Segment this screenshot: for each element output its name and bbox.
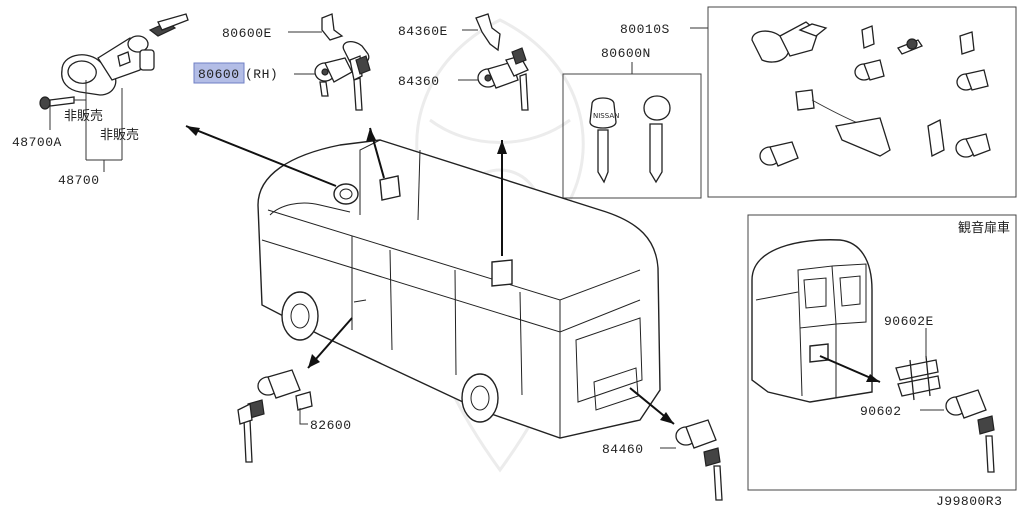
key-blank-1[interactable]: NISSAN <box>589 97 619 184</box>
set-cylinder-3[interactable] <box>759 141 799 167</box>
set-ignition-lock[interactable] <box>751 21 828 63</box>
lock-cylinder-82600[interactable] <box>237 369 313 463</box>
side-door-marker <box>491 259 513 287</box>
fuel-lid <box>333 183 359 205</box>
ignition-lock-assembly[interactable] <box>61 13 189 96</box>
lock-cylinder-84460[interactable] <box>675 419 723 501</box>
callout-84460[interactable]: 84460 <box>602 442 644 457</box>
callout-82600[interactable]: 82600 <box>310 418 352 433</box>
drawing-code: J99800R3 <box>936 494 1002 509</box>
retainer-90602e[interactable] <box>895 355 941 401</box>
callout-90602e[interactable]: 90602E <box>884 314 934 329</box>
barn-door-inset <box>747 214 1017 491</box>
leader-48700 <box>85 80 123 172</box>
callout-84360[interactable]: 84360 <box>398 74 440 89</box>
set-door-cylinder-1[interactable] <box>854 25 885 81</box>
highlight-80600 <box>193 62 245 84</box>
lock-set-box <box>707 6 1017 198</box>
callout-48700a[interactable]: 48700A <box>12 135 62 150</box>
slide-door-marker <box>353 299 367 303</box>
set-key-pair[interactable] <box>897 38 923 55</box>
callout-80600[interactable]: 80600 <box>198 67 240 82</box>
set-cylinder-4[interactable] <box>927 119 991 158</box>
key-blank-2[interactable] <box>643 95 671 184</box>
arrows <box>185 125 675 425</box>
door-handle-marker <box>379 175 401 201</box>
callout-80600e[interactable]: 80600E <box>222 26 272 41</box>
set-rear-handle[interactable] <box>795 89 891 157</box>
label-not-for-sale-2: 非販売 <box>100 127 139 143</box>
callout-80600n[interactable]: 80600N <box>601 46 651 61</box>
callout-80600-side: (RH) <box>245 67 278 82</box>
callout-84360e[interactable]: 84360E <box>398 24 448 39</box>
inset-vehicle-rear <box>751 239 873 403</box>
front-wheel <box>281 291 319 341</box>
set-door-cylinder-2[interactable] <box>956 31 989 91</box>
lock-cylinder-84360[interactable] <box>475 13 529 111</box>
rear-wheel <box>461 373 499 423</box>
key-brand-text: NISSAN <box>593 112 619 120</box>
vehicle-body <box>257 139 661 439</box>
leader-82600 <box>299 408 308 425</box>
label-not-for-sale-1: 非販売 <box>64 108 103 124</box>
lock-cylinder-90602[interactable] <box>945 389 995 473</box>
inset-title: 観音扉車 <box>958 220 1010 236</box>
ignition-screw[interactable] <box>39 96 75 110</box>
callout-48700[interactable]: 48700 <box>58 173 100 188</box>
inset-arrowhead <box>866 374 880 382</box>
door-lock-cylinder-80600[interactable] <box>314 13 371 111</box>
callout-80010s[interactable]: 80010S <box>620 22 670 37</box>
callout-90602[interactable]: 90602 <box>860 404 902 419</box>
